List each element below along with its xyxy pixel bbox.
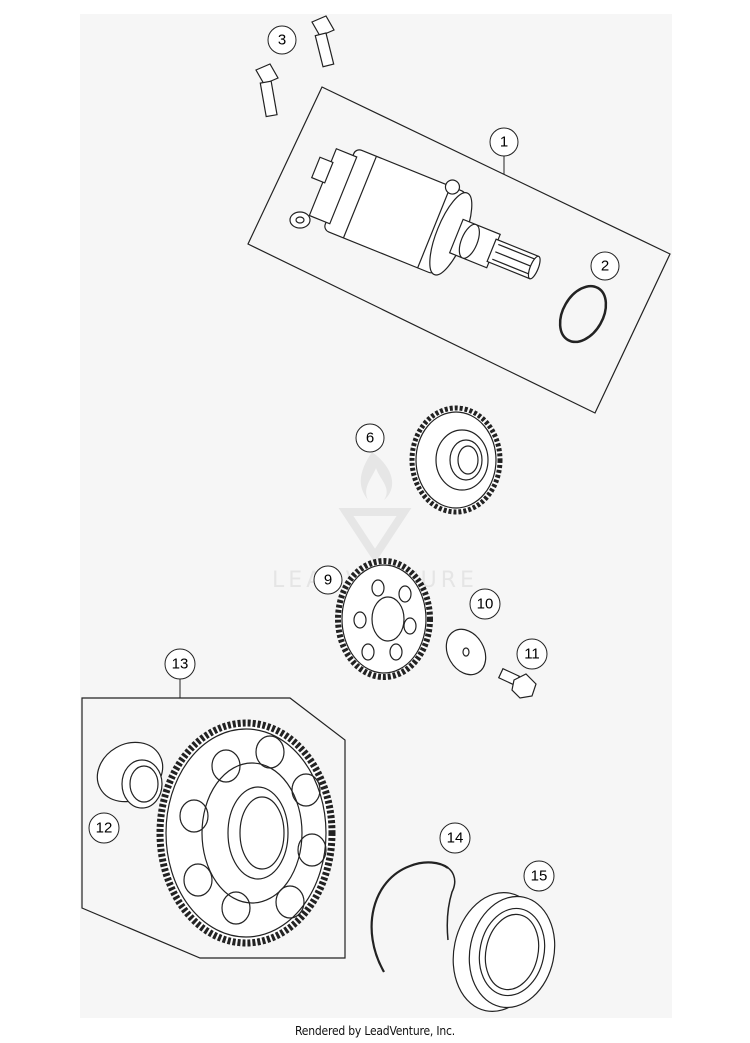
callout-6: 6 (355, 423, 385, 453)
callout-11-label: 11 (524, 646, 540, 663)
callout-15: 15 (523, 860, 555, 892)
starter-motor-box (247, 86, 671, 414)
callout-3: 3 (267, 25, 297, 55)
callout-11: 11 (516, 638, 548, 670)
callout-3-label: 3 (278, 32, 286, 49)
callout-13-label: 13 (172, 656, 189, 673)
callout-1: 1 (489, 127, 519, 157)
shaft-seal (452, 892, 556, 1012)
callout-1-label: 1 (500, 134, 508, 151)
callout-12-label: 12 (96, 820, 113, 837)
callout-13: 13 (164, 648, 196, 680)
callout-6-label: 6 (366, 430, 374, 447)
callout-15-label: 15 (531, 868, 548, 885)
callout-14: 14 (439, 822, 471, 854)
callout-2-label: 2 (601, 258, 609, 275)
callout-10: 10 (469, 588, 501, 620)
washer (445, 628, 487, 676)
footer-credit: Rendered by LeadVenture, Inc. (295, 1024, 455, 1038)
starter-gear-group (81, 678, 346, 959)
screw-upper (311, 15, 335, 68)
needle-bearing (96, 741, 164, 809)
o-ring (558, 284, 608, 344)
screws (255, 15, 335, 118)
starter-motor (308, 147, 541, 280)
callout-2: 2 (590, 251, 620, 281)
circlip (370, 861, 456, 973)
callout-12: 12 (88, 812, 120, 844)
callout-9-label: 9 (324, 572, 332, 589)
callout-9: 9 (313, 565, 343, 595)
intermediate-gear (409, 405, 503, 515)
callouts: 1 2 3 6 9 10 11 12 13 14 15 (88, 25, 620, 892)
screw-lower (255, 63, 279, 118)
callout-10-label: 10 (477, 596, 494, 613)
starter-gear-box (81, 697, 346, 959)
bolt (497, 667, 537, 699)
starter-motor-group (247, 86, 671, 414)
torque-limiter-gear (335, 558, 433, 680)
callout-14-label: 14 (447, 830, 464, 847)
